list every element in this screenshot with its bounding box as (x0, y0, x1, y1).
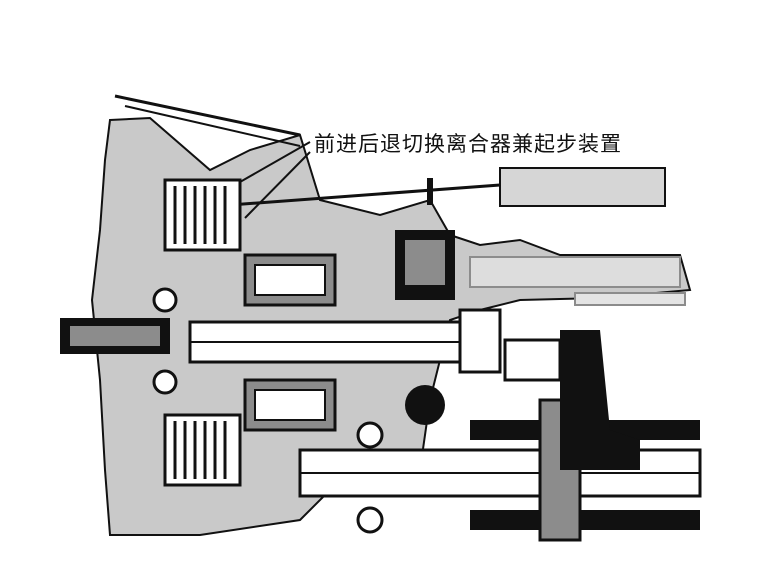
clutch-pack-upper (163, 178, 242, 252)
planetary-gearset (243, 253, 337, 432)
clutch-pack-lower (163, 413, 242, 487)
final-drive-gear (503, 330, 640, 470)
clutch-callout-label: 前进后退切换离合器兼起步装置 (314, 132, 622, 156)
upper-gear (395, 230, 455, 300)
callout-leader (239, 141, 311, 219)
main-shaft (188, 308, 502, 374)
bearings (152, 287, 445, 534)
input-shaft (60, 318, 170, 354)
